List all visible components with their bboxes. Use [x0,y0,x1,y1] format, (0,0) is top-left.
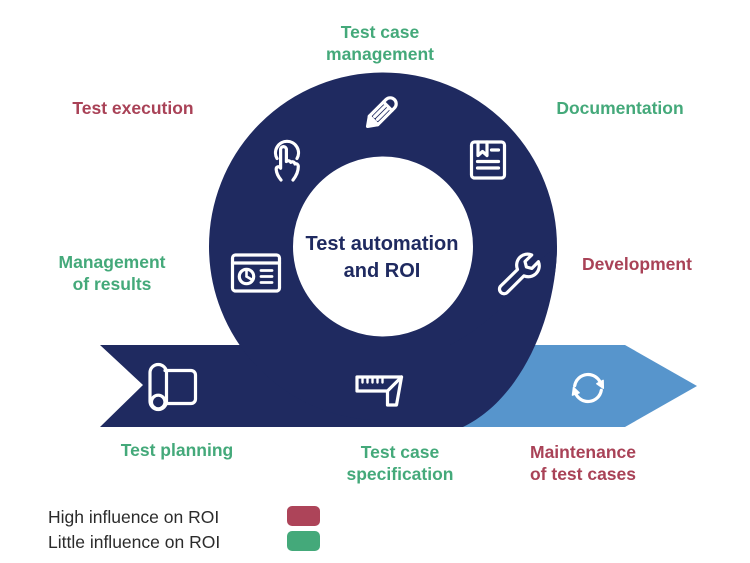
legend-swatch-high-influence [287,506,320,526]
segment-label-management-of-results: Management of results [58,252,166,294]
segment-label-development: Development [582,254,692,274]
segment-label-test-planning: Test planning [120,440,234,460]
sync-arrows-icon [571,372,605,404]
segment-label-maintenance-of-test-cases: Maintenance of test cases [529,442,637,484]
folding-ruler-icon [355,375,404,407]
scroll-icon [148,362,198,412]
pencil-icon [365,96,398,129]
tap-icon [273,139,301,182]
book-bookmark-icon [469,140,507,180]
loop-ring-tail [383,246,557,427]
wrench-icon [497,252,541,296]
legend-swatch-little-influence [287,531,320,551]
segment-label-test-execution: Test execution [72,98,194,118]
legend-label-high-influence: High influence on ROI [48,507,220,527]
segment-label-test-case-specification: Test case specification [346,442,454,484]
legend-label-little-influence: Little influence on ROI [48,532,221,552]
segment-label-test-case-management: Test case management [326,22,434,64]
dashboard-icon [230,253,282,293]
loop-center-title: Test automation and ROI [305,233,459,282]
segment-label-documentation: Documentation [556,98,684,118]
